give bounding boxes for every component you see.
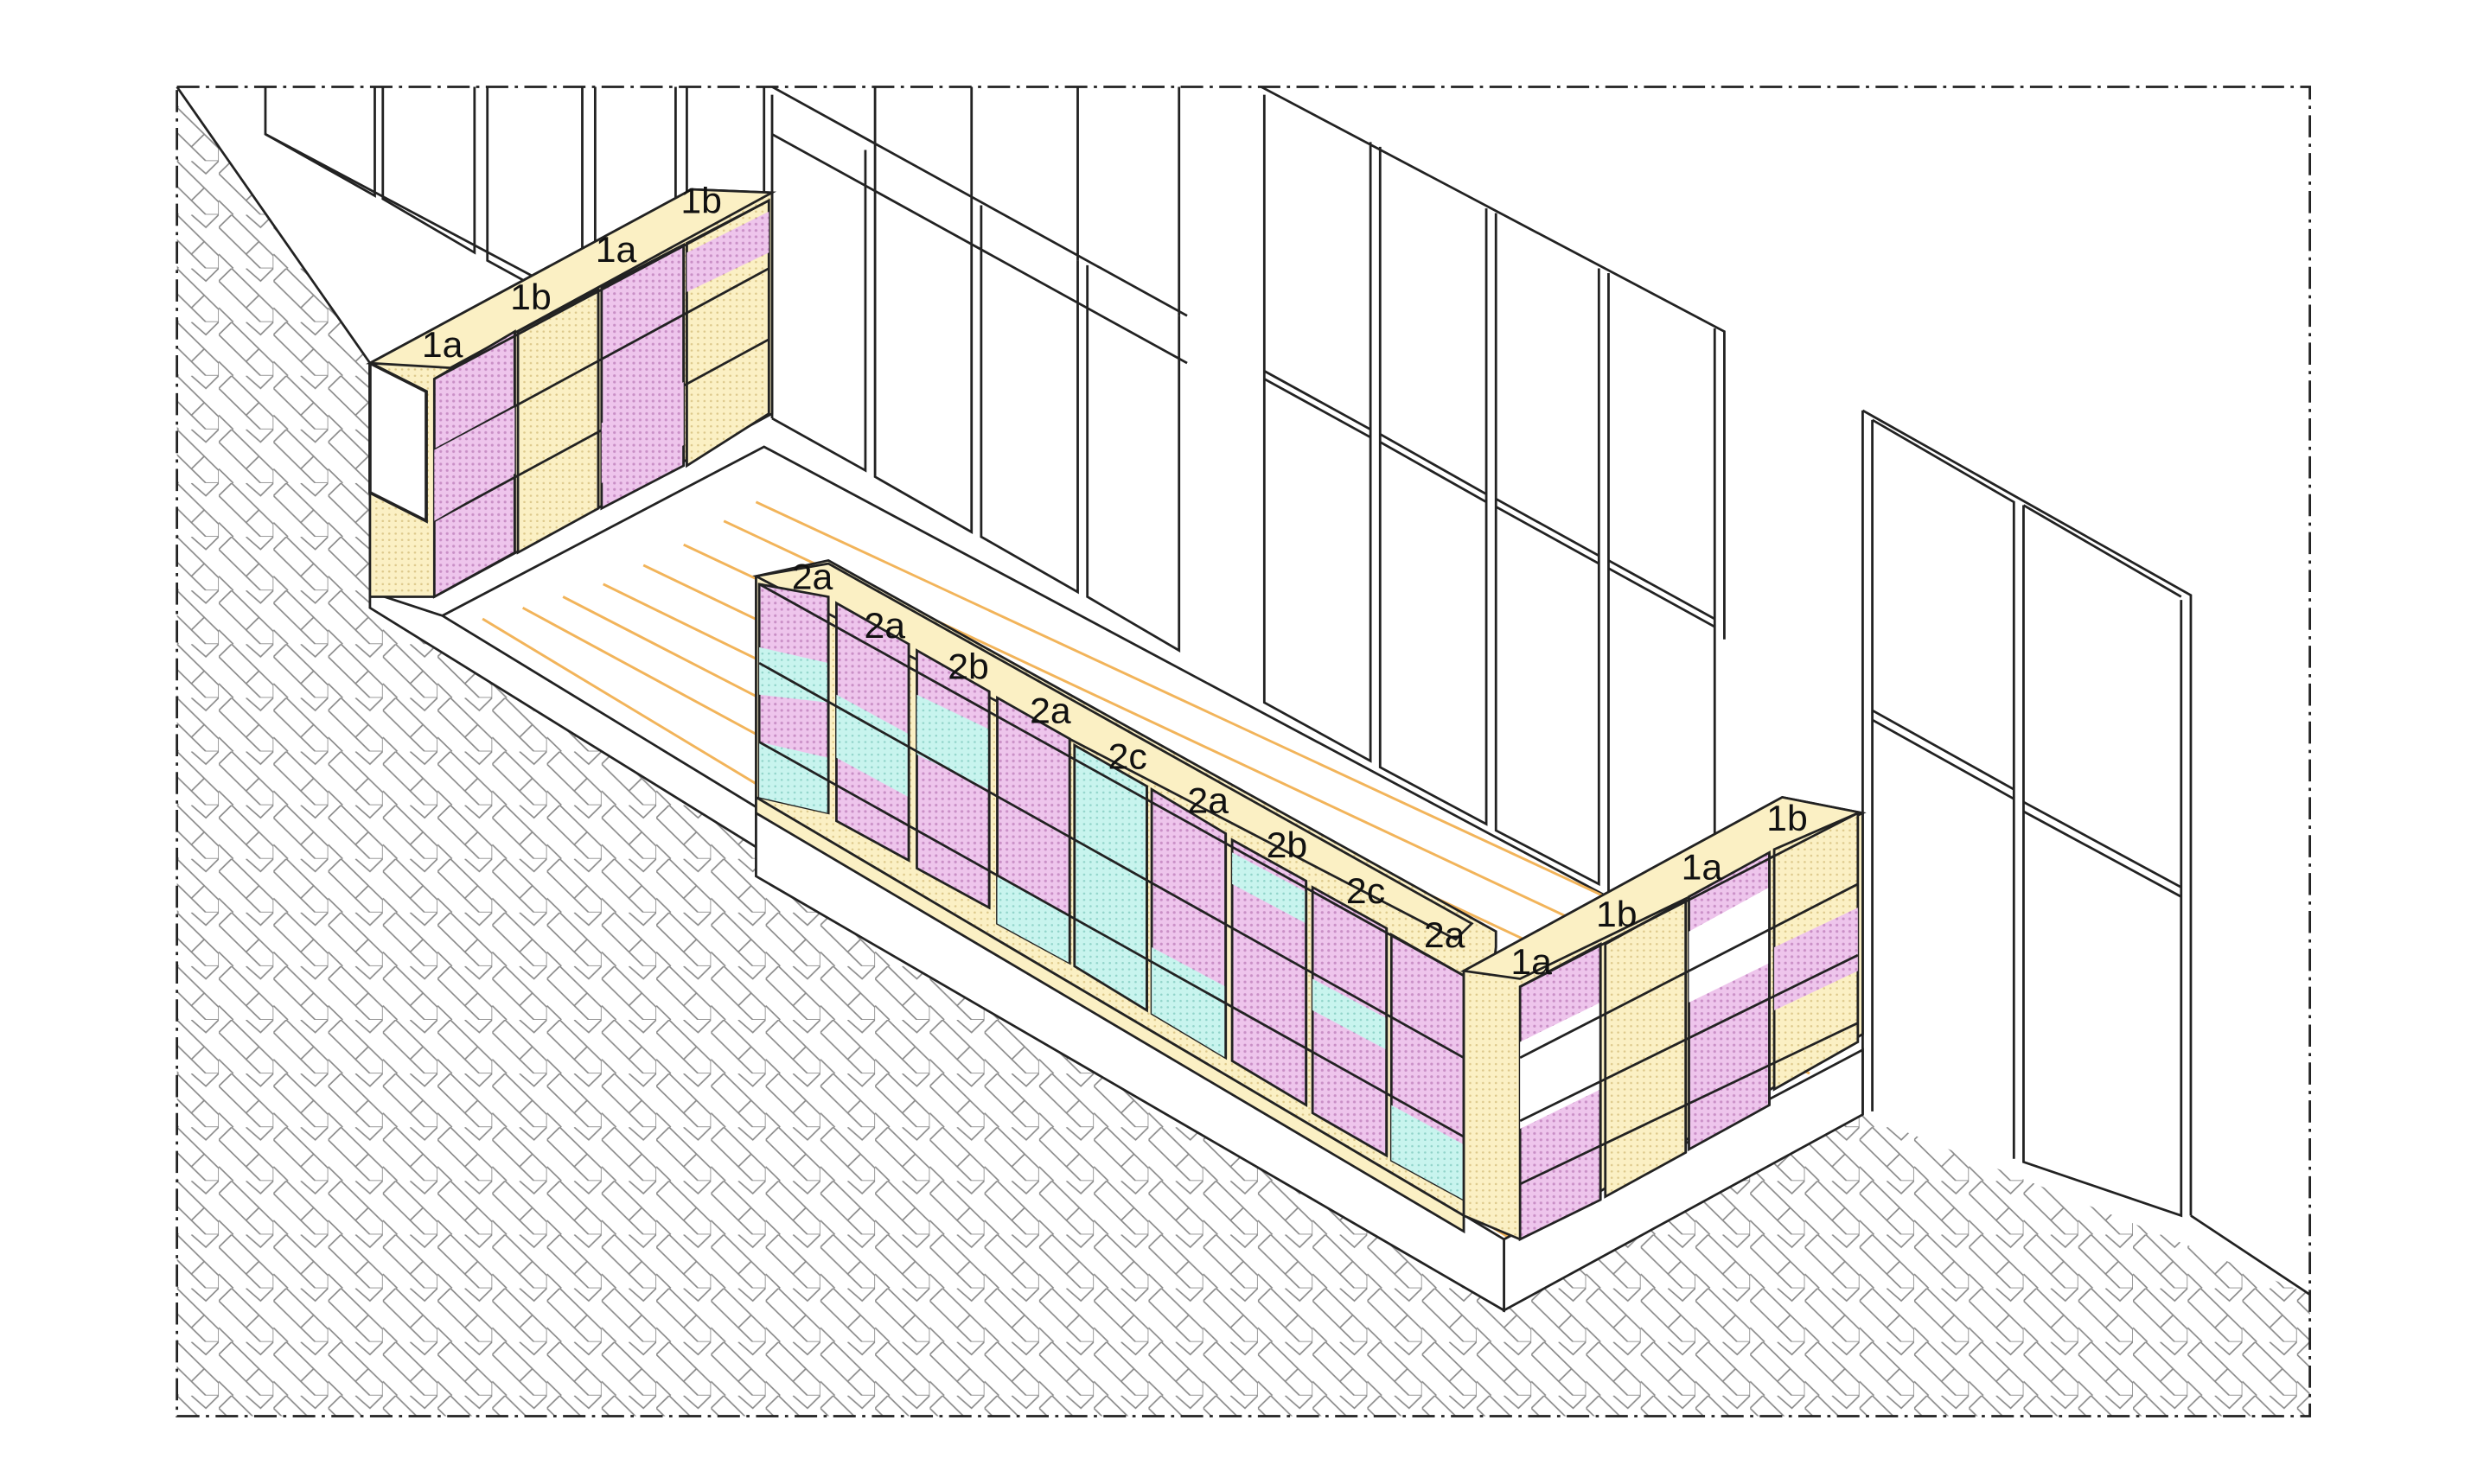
window-bank-3 [1861,409,2311,1296]
module-label: 2a [1424,914,1465,955]
module-label: 2a [792,557,833,597]
middle-shelving-unit [752,558,1497,1234]
drawing-boundary [176,86,2312,1417]
module-label: 2a [864,605,905,646]
left-shelving-unit [366,188,777,599]
module-label: 1a [1510,941,1552,982]
module-label: 1b [680,181,722,221]
module-label: 1a [596,230,637,271]
module-label: 2a [1187,780,1229,821]
right-shelving-unit [1459,795,1867,1242]
module-label: 2c [1346,870,1385,911]
module-label: 1a [422,324,463,365]
module-label: 1b [1766,798,1808,838]
module-label: 1b [1596,895,1638,935]
module-label: 2a [1030,691,1071,731]
window-bank-2 [1260,86,1726,950]
module-labels: 1a 1b 1a 1b 2a 2a 2b 2a 2c 2a 2b 2c 2a 1… [422,181,1808,982]
module-label: 1a [1682,847,1723,888]
module-label: 2c [1108,736,1147,777]
module-label: 1b [510,277,552,317]
floor-herringbone [176,86,2310,1417]
module-label: 2b [948,646,989,687]
module-label: 2b [1267,825,1308,865]
